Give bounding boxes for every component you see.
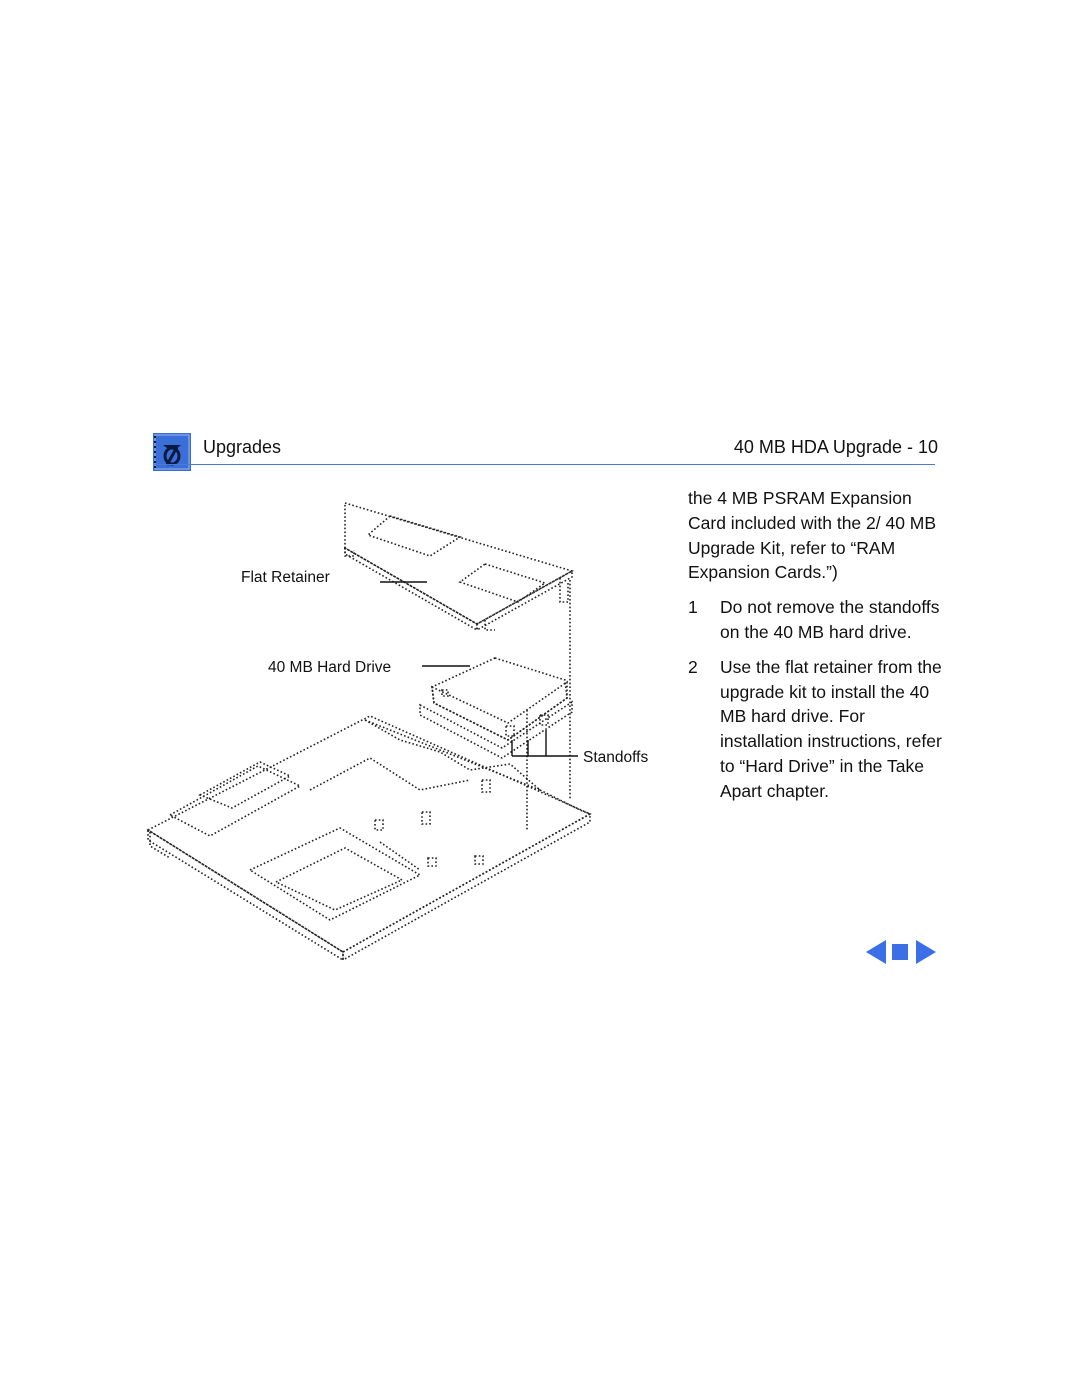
square-stop-icon[interactable] — [892, 944, 908, 960]
step-item: 2 Use the flat retainer from the upgrade… — [688, 655, 948, 804]
flat-retainer-label: Flat Retainer — [241, 569, 330, 586]
step-text: Use the flat retainer from the upgrade k… — [720, 656, 942, 801]
arrow-right-icon[interactable] — [916, 940, 936, 964]
upgrade-chip-icon — [153, 433, 191, 471]
intro-paragraph: the 4 MB PSRAM Expansion Card included w… — [688, 488, 937, 583]
standoffs-label: Standoffs — [583, 749, 648, 766]
arrow-left-icon[interactable] — [866, 940, 886, 964]
step-text: Do not remove the standoffs on the 40 MB… — [720, 597, 940, 642]
hard-drive-exploded-diagram: Flat Retainer 40 MB Hard Drive Standoffs — [146, 501, 648, 960]
hard-drive-label: 40 MB Hard Drive — [268, 659, 391, 676]
header-divider — [153, 464, 935, 465]
step-number: 1 — [688, 597, 698, 618]
section-title: Upgrades — [203, 437, 282, 457]
instructions: the 4 MB PSRAM Expansion Card included w… — [688, 486, 948, 814]
page-navigation — [866, 940, 936, 964]
page-title: 40 MB HDA Upgrade - 10 — [733, 437, 938, 457]
step-number: 2 — [688, 656, 698, 677]
step-item: 1 Do not remove the standoffs on the 40 … — [688, 595, 948, 645]
